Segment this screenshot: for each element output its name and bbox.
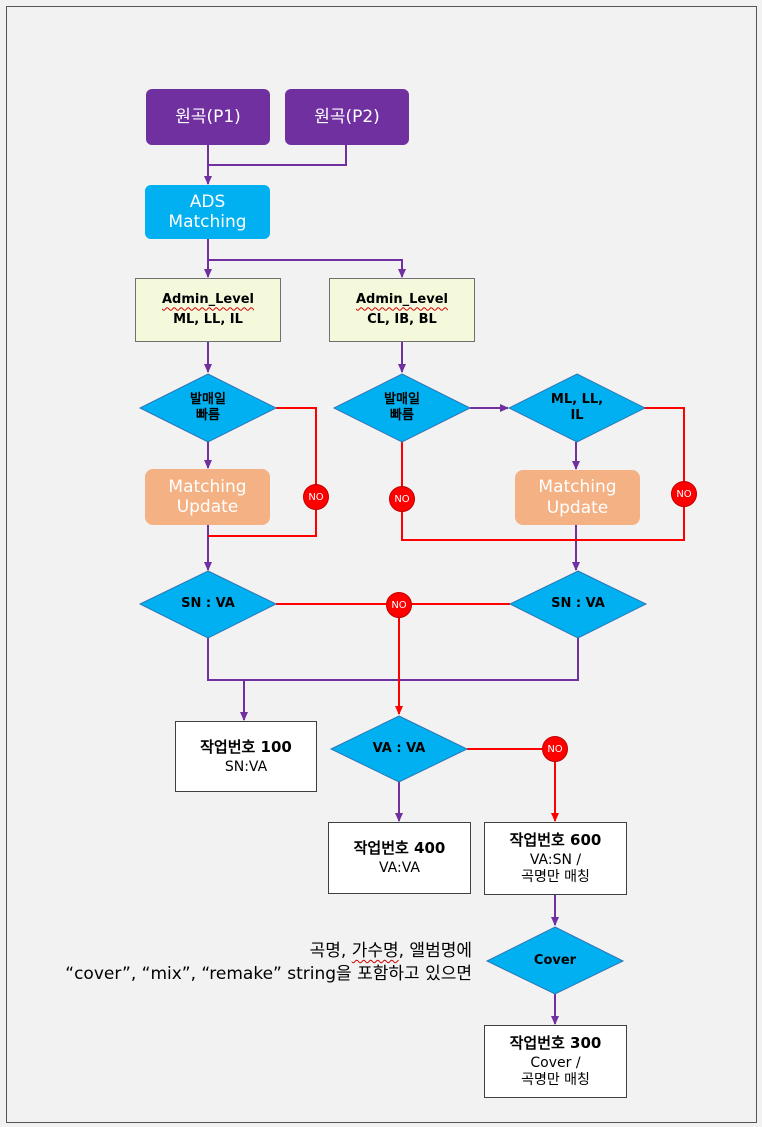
job-600-title: 작업번호 600 bbox=[509, 831, 602, 850]
job-300-title: 작업번호 300 bbox=[509, 1034, 602, 1053]
release-left-line1: 발매일 bbox=[190, 391, 226, 407]
no-badge-vava: NO bbox=[542, 736, 568, 762]
sn-va-left-diamond bbox=[138, 570, 278, 639]
connector-p2-join bbox=[208, 145, 347, 166]
release-right-line2: 빠름 bbox=[390, 408, 414, 423]
job-100-desc: SN:VA bbox=[224, 758, 268, 775]
update-right-line1: Matching bbox=[538, 477, 617, 498]
job-100-box: 작업번호 100 SN:VA bbox=[175, 721, 317, 792]
level-check-diamond bbox=[507, 373, 647, 443]
admin-right-codes: CL, IB, BL bbox=[367, 312, 437, 327]
release-left-label: 발매일 빠름 bbox=[160, 384, 256, 432]
ads-matching-node: ADS Matching bbox=[145, 185, 270, 239]
admin-level-left: Admin_Level ML, LL, IL bbox=[135, 278, 281, 342]
no-badge-release-left: NO bbox=[303, 484, 329, 510]
cover-condition-note: 곡명, 가수명, 앨범명에 “cover”, “mix”, “remake” s… bbox=[65, 940, 472, 986]
admin-left-title: Admin_Level bbox=[162, 292, 254, 308]
va-va-label: VA : VA bbox=[372, 740, 426, 756]
job-600-desc2: 곡명만 매칭 bbox=[521, 869, 590, 885]
note-line1: 곡명, 가수명, 앨범명에 bbox=[65, 940, 472, 963]
admin-left-codes: ML, LL, IL bbox=[173, 312, 243, 327]
no-badge-snva: NO bbox=[386, 592, 412, 618]
job-300-desc2: 곡명만 매칭 bbox=[521, 1072, 590, 1088]
source-p1: 원곡(P1) bbox=[146, 89, 270, 145]
no-badge-level: NO bbox=[671, 481, 697, 507]
release-right-diamond bbox=[332, 373, 472, 443]
cover-label: Cover bbox=[533, 952, 577, 968]
ads-line2: Matching bbox=[168, 212, 247, 232]
no-path-vava-job600 bbox=[467, 748, 559, 822]
job-300-desc1: Cover / bbox=[530, 1055, 581, 1072]
job-600-desc1: VA:SN / bbox=[529, 852, 582, 869]
no-path-release-left bbox=[208, 407, 317, 537]
connector-ads-admin-right bbox=[208, 259, 406, 278]
no-path-release-right bbox=[401, 442, 576, 541]
job-600-box: 작업번호 600 VA:SN / 곡명만 매칭 bbox=[484, 822, 627, 895]
release-right-line1: 발매일 bbox=[384, 391, 420, 407]
release-right-label: 발매일 빠름 bbox=[354, 384, 450, 432]
source-p2: 원곡(P2) bbox=[285, 89, 409, 145]
source-p2-label: 원곡(P2) bbox=[314, 106, 380, 127]
ads-line1: ADS bbox=[189, 191, 226, 212]
no-path-level bbox=[576, 407, 685, 541]
note-line1-a: 곡명, bbox=[309, 941, 352, 961]
job-300-box: 작업번호 300 Cover / 곡명만 매칭 bbox=[484, 1025, 627, 1098]
source-p1-label: 원곡(P1) bbox=[175, 106, 241, 127]
job-400-box: 작업번호 400 VA:VA bbox=[328, 822, 471, 894]
sn-va-right-label: SN : VA bbox=[551, 595, 605, 611]
note-line1-c: , 앨범명에 bbox=[398, 941, 472, 961]
release-left-line2: 빠름 bbox=[196, 408, 220, 423]
admin-right-title: Admin_Level bbox=[356, 292, 448, 308]
matching-update-right: Matching Update bbox=[515, 470, 640, 525]
no-badge-release-right: NO bbox=[389, 486, 415, 512]
job-400-desc: VA:VA bbox=[379, 860, 420, 877]
admin-level-right: Admin_Level CL, IB, BL bbox=[329, 278, 475, 342]
note-line2: “cover”, “mix”, “remake” string을 포함하고 있으… bbox=[65, 963, 472, 984]
matching-update-left: Matching Update bbox=[145, 469, 270, 525]
update-left-line1: Matching bbox=[168, 476, 247, 497]
update-left-line2: Update bbox=[176, 497, 239, 517]
job-100-title: 작업번호 100 bbox=[200, 737, 292, 756]
level-check-line1: ML, LL, bbox=[550, 391, 604, 407]
va-va-diamond bbox=[329, 715, 469, 783]
level-check-label: ML, LL, IL bbox=[529, 386, 625, 430]
level-check-line2: IL bbox=[570, 408, 584, 423]
update-right-line2: Update bbox=[546, 497, 609, 518]
diagram-frame bbox=[6, 6, 757, 1123]
sn-va-right-diamond bbox=[508, 570, 648, 639]
connector-snva-join bbox=[207, 638, 579, 681]
sn-va-left-label: SN : VA bbox=[181, 595, 235, 611]
release-left-diamond bbox=[138, 373, 278, 443]
job-400-title: 작업번호 400 bbox=[353, 839, 446, 858]
cover-diamond bbox=[485, 926, 625, 995]
note-line1-b: 가수명 bbox=[351, 941, 399, 961]
